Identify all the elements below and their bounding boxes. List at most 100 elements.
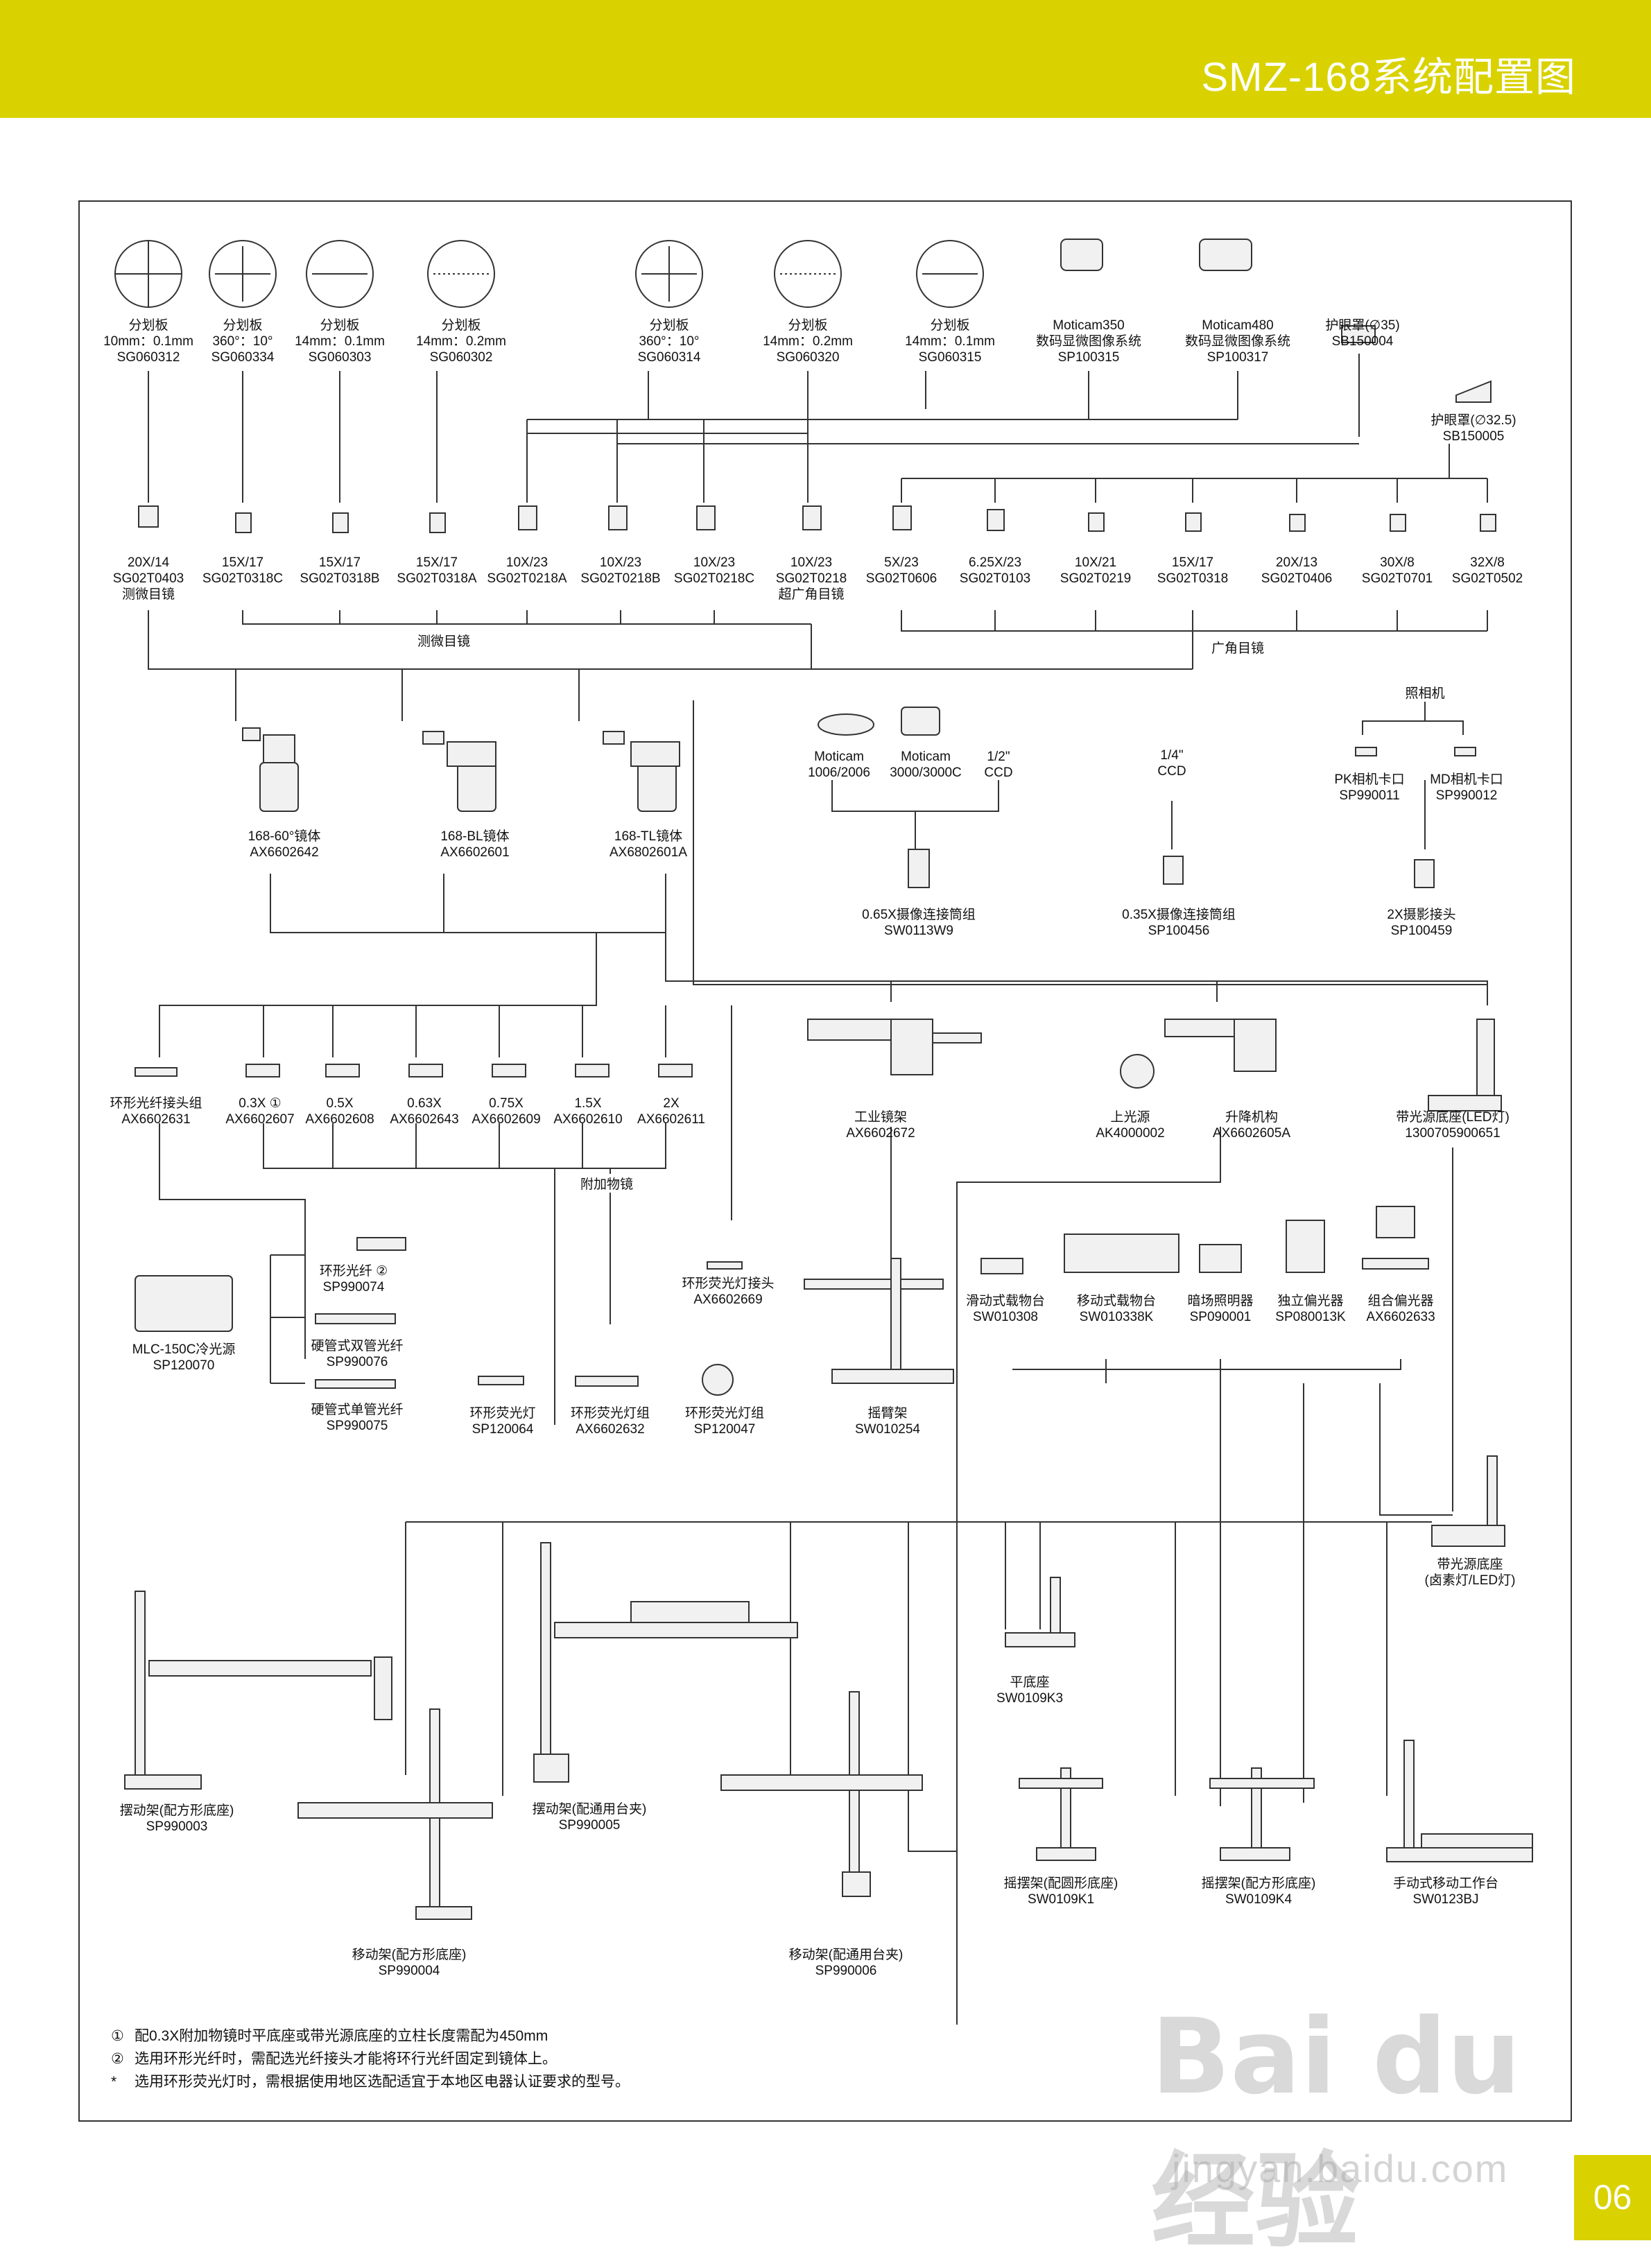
header-bar: SMZ-168系统配置图 — [0, 0, 1651, 118]
eyepiece-icon — [235, 512, 252, 533]
eyepiece-icon — [1390, 514, 1406, 532]
microscope-body-icon — [422, 731, 496, 812]
focus-mount-icon — [1164, 1019, 1277, 1072]
reticle-icon — [774, 240, 842, 308]
objective-icon — [658, 1064, 693, 1077]
ccd-adapter-icon — [1163, 856, 1184, 885]
mechanical-stage-icon — [1064, 1233, 1179, 1273]
group-camera: 照相机 — [1401, 683, 1449, 702]
eyepiece-icon — [1289, 514, 1306, 532]
objective-icon — [408, 1064, 443, 1077]
eyeshade-icon — [1455, 380, 1492, 403]
group-measuring-eyepieces: 测微目镜 — [413, 631, 475, 650]
manual-stage-icon — [1386, 1740, 1533, 1862]
group-aux-objectives: 附加物镜 — [576, 1174, 638, 1193]
camera-icon — [901, 707, 940, 736]
lamp-adapter-icon — [707, 1261, 743, 1270]
eyeshade-35-label: 护眼罩(∅35)SB150004 — [1325, 318, 1400, 349]
base-label: 移动架(配方形底座)SP990004 — [352, 1948, 467, 1978]
eyepiece-icon — [987, 509, 1005, 531]
base-label: 摆动架(配方形底座)SP990003 — [119, 1803, 234, 1834]
page-number: 06 — [1574, 2155, 1651, 2240]
eyepiece-icon — [892, 505, 912, 530]
camera-icon — [818, 713, 874, 736]
ring-lamp-set-icon — [575, 1376, 639, 1387]
base-label: 摇摆架(配方形底座)SW0109K4 — [1201, 1876, 1316, 1907]
rocking-stand-round-icon — [1019, 1767, 1103, 1861]
microscope-body-icon — [603, 731, 680, 812]
ring-fiber-icon — [356, 1237, 406, 1251]
swing-arm-icon — [804, 1258, 954, 1384]
objective-icon — [575, 1064, 610, 1077]
eyepiece-icon — [518, 505, 537, 530]
flat-base-icon — [1005, 1577, 1075, 1647]
cold-light-source-icon — [135, 1275, 233, 1332]
rocking-stand-square-icon — [1209, 1767, 1315, 1861]
page-title: SMZ-168系统配置图 — [1201, 55, 1576, 100]
microscope-body-icon — [242, 727, 299, 812]
darkfield-icon — [1199, 1244, 1242, 1273]
fiber-double-icon — [315, 1313, 396, 1324]
top-light-icon — [1120, 1054, 1155, 1089]
industrial-stand-icon — [807, 1019, 982, 1075]
polarizer-set-icon — [1376, 1206, 1415, 1238]
slide-stage-icon — [980, 1258, 1023, 1274]
watermark-url: jingyan.baidu.com — [1172, 2147, 1509, 2190]
camera-mount-icon — [1454, 747, 1476, 756]
boom-stand-icon — [297, 1708, 493, 1920]
camera-icon — [1060, 239, 1103, 271]
fiber-single-icon — [315, 1379, 396, 1389]
swing-stand-clamp-icon — [533, 1542, 798, 1783]
eyepiece-icon — [429, 512, 446, 533]
lamp-base-icon — [1431, 1455, 1505, 1547]
ring-lamp-set-icon — [702, 1364, 734, 1396]
footnote: *选用环形荧光灯时，需根据使用地区选配适宜于本地区电器认证要求的型号。 — [111, 2074, 630, 2090]
